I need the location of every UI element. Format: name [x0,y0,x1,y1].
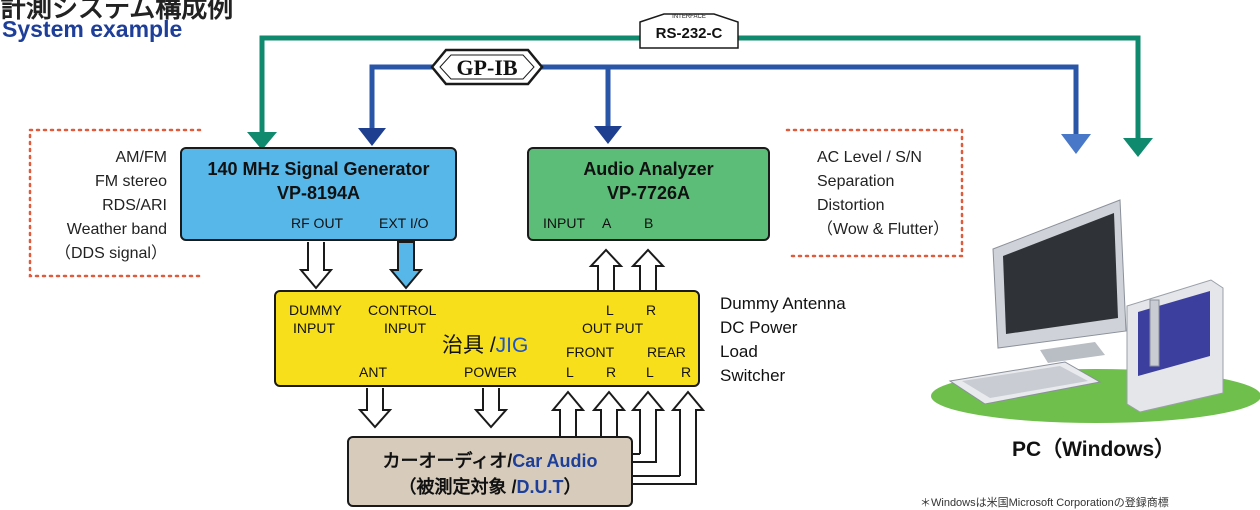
rs232c-interface-label: INTERFACE [672,14,706,20]
dut-name-en: Car Audio [512,451,598,471]
jig-function: DC Power [720,318,798,337]
arrow-front-l [550,390,586,438]
trademark-footnote: ＊Windowsは米国Microsoft Corporationの登録商標 [920,497,1169,509]
dut-line-1: カーオーディオ/Car Audio [349,447,631,473]
arrow-rf-out [298,242,334,290]
sg-note: （DDS signal） [54,245,167,262]
gpib-arrow-sg [358,128,386,146]
arrow-out-r [630,248,666,290]
jig-function: Load [720,342,758,361]
dut-box: カーオーディオ/Car Audio （被測定対象 /D.U.T） [347,436,633,507]
front-r-port: R [606,364,617,380]
input-label: INPUT [543,215,585,231]
jig-name-en: JIG [495,334,529,357]
sg-note: Weather band [66,221,167,238]
aa-note: （Wow & Flutter） [817,221,950,238]
dut-sub-close: ） [563,477,582,497]
gpib-badge [430,48,544,86]
input-a-port: A [602,215,612,231]
arrow-rear-l [630,390,666,454]
dut-line-2: （被測定対象 /D.U.T） [349,473,631,499]
rear-r-port: R [681,364,692,380]
gpib-label: GP-IB [456,55,518,80]
rs232c-arrow-pc [1123,138,1153,157]
control-input-label-1: CONTROL [368,302,437,318]
input-b-port: B [644,215,654,231]
rs232c-badge [639,13,739,49]
ant-port: ANT [359,364,387,380]
aa-note: AC Level / S/N [817,149,922,166]
dut-name-jp: カーオーディオ/ [382,451,513,471]
pc-label: PC（Windows） [1012,438,1176,461]
rs232c-bus [259,35,1141,140]
diagram-title-jp: 計測システム構成例 [0,0,234,23]
sg-note: RDS/ARI [102,197,167,214]
audio-analyzer-box: Audio Analyzer VP-7726A INPUT A B [527,147,770,241]
control-input-label-2: INPUT [384,320,426,336]
jig-box: DUMMY INPUT CONTROL INPUT 治具 /JIG L R OU… [274,290,700,387]
sg-note: FM stereo [94,173,167,190]
signal-generator-box: 140 MHz Signal Generator VP-8194A RF OUT… [180,147,457,241]
jig-name-jp: 治具 / [442,334,496,357]
signal-generator-notes: AM/FM FM stereo RDS/ARI Weather band （DD… [55,146,167,266]
pc-illustration [931,199,1260,423]
signal-generator-title: 140 MHz Signal Generator [207,159,430,179]
jig-name: 治具 /JIG [442,329,528,359]
jig-functions: Dummy Antenna DC Power Load Switcher [720,292,846,388]
dut-sub-jp: （被測定対象 / [398,477,517,497]
output-label: OUT PUT [582,320,644,336]
rear-l-port: L [646,364,654,380]
aa-note: Separation [817,173,895,190]
audio-analyzer-title: Audio Analyzer [583,159,714,179]
ext-io-port: EXT I/O [379,215,429,231]
jig-function: Dummy Antenna [720,294,846,313]
gpib-bus [369,64,1079,135]
arrow-front-r [591,390,627,438]
arrow-out-l [588,248,624,290]
rf-out-port: RF OUT [291,215,344,231]
audio-analyzer-model: VP-7726A [606,183,691,203]
front-l-port: L [566,364,574,380]
audio-analyzer-notes: AC Level / S/N Separation Distortion （Wo… [817,146,949,242]
aa-notes-frame [785,128,964,258]
aa-note: Distortion [817,197,885,214]
power-port: POWER [464,364,517,380]
jig-function: Switcher [720,366,786,385]
out-l-label: L [606,302,614,318]
diagram-title-en: System example [2,16,183,42]
signal-generator-model: VP-8194A [276,183,361,203]
gpib-arrow-aa [594,126,622,144]
arrow-ant [357,388,393,429]
dut-sub-en: D.U.T [516,477,564,497]
rs232c-label: RS-232-C [655,25,723,42]
rear-label: REAR [647,344,686,360]
sg-notes-frame [28,128,202,278]
arrow-rear-r [670,390,706,476]
out-r-label: R [646,302,657,318]
dummy-input-label-1: DUMMY [289,302,342,318]
arrow-ext-io [388,241,424,290]
sg-note: AM/FM [115,149,167,166]
gpib-arrow-pc [1061,134,1091,154]
front-label: FRONT [566,344,615,360]
arrow-power [473,388,509,429]
dummy-input-label-2: INPUT [293,320,335,336]
rs232c-arrow-sg [247,132,277,150]
